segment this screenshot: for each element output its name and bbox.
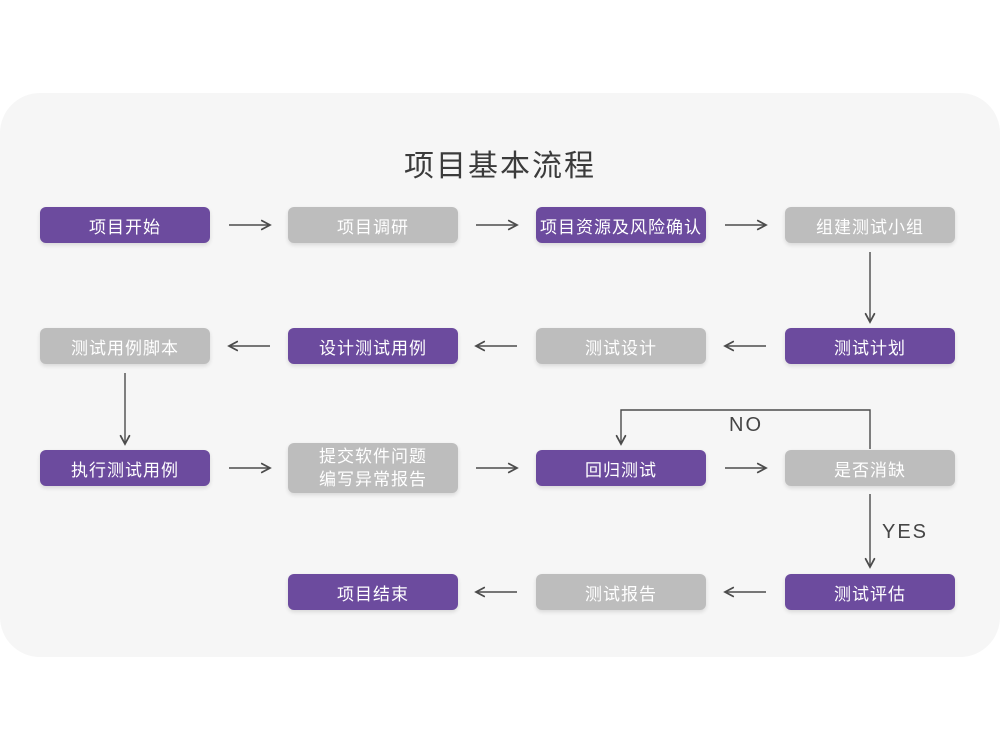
node-project-research: 项目调研 — [288, 207, 458, 243]
node-submit-issue-report: 提交软件问题 编写异常报告 — [288, 443, 458, 493]
node-test-evaluation: 测试评估 — [785, 574, 955, 610]
page-title: 项目基本流程 — [404, 150, 596, 183]
node-test-plan: 测试计划 — [785, 328, 955, 364]
node-resource-risk-confirm: 项目资源及风险确认 — [536, 207, 706, 243]
node-execute-test-cases: 执行测试用例 — [40, 450, 210, 486]
node-test-case-scripts: 测试用例脚本 — [40, 328, 210, 364]
node-defect-resolved: 是否消缺 — [785, 450, 955, 486]
no-branch-label: NO — [729, 414, 763, 436]
node-design-test-cases: 设计测试用例 — [288, 328, 458, 364]
yes-branch-label: YES — [882, 521, 929, 543]
flowchart-card — [0, 93, 1000, 657]
node-regression-test: 回归测试 — [536, 450, 706, 486]
node-project-start: 项目开始 — [40, 207, 210, 243]
node-project-end: 项目结束 — [288, 574, 458, 610]
node-build-test-team: 组建测试小组 — [785, 207, 955, 243]
node-test-design: 测试设计 — [536, 328, 706, 364]
node-test-report: 测试报告 — [536, 574, 706, 610]
